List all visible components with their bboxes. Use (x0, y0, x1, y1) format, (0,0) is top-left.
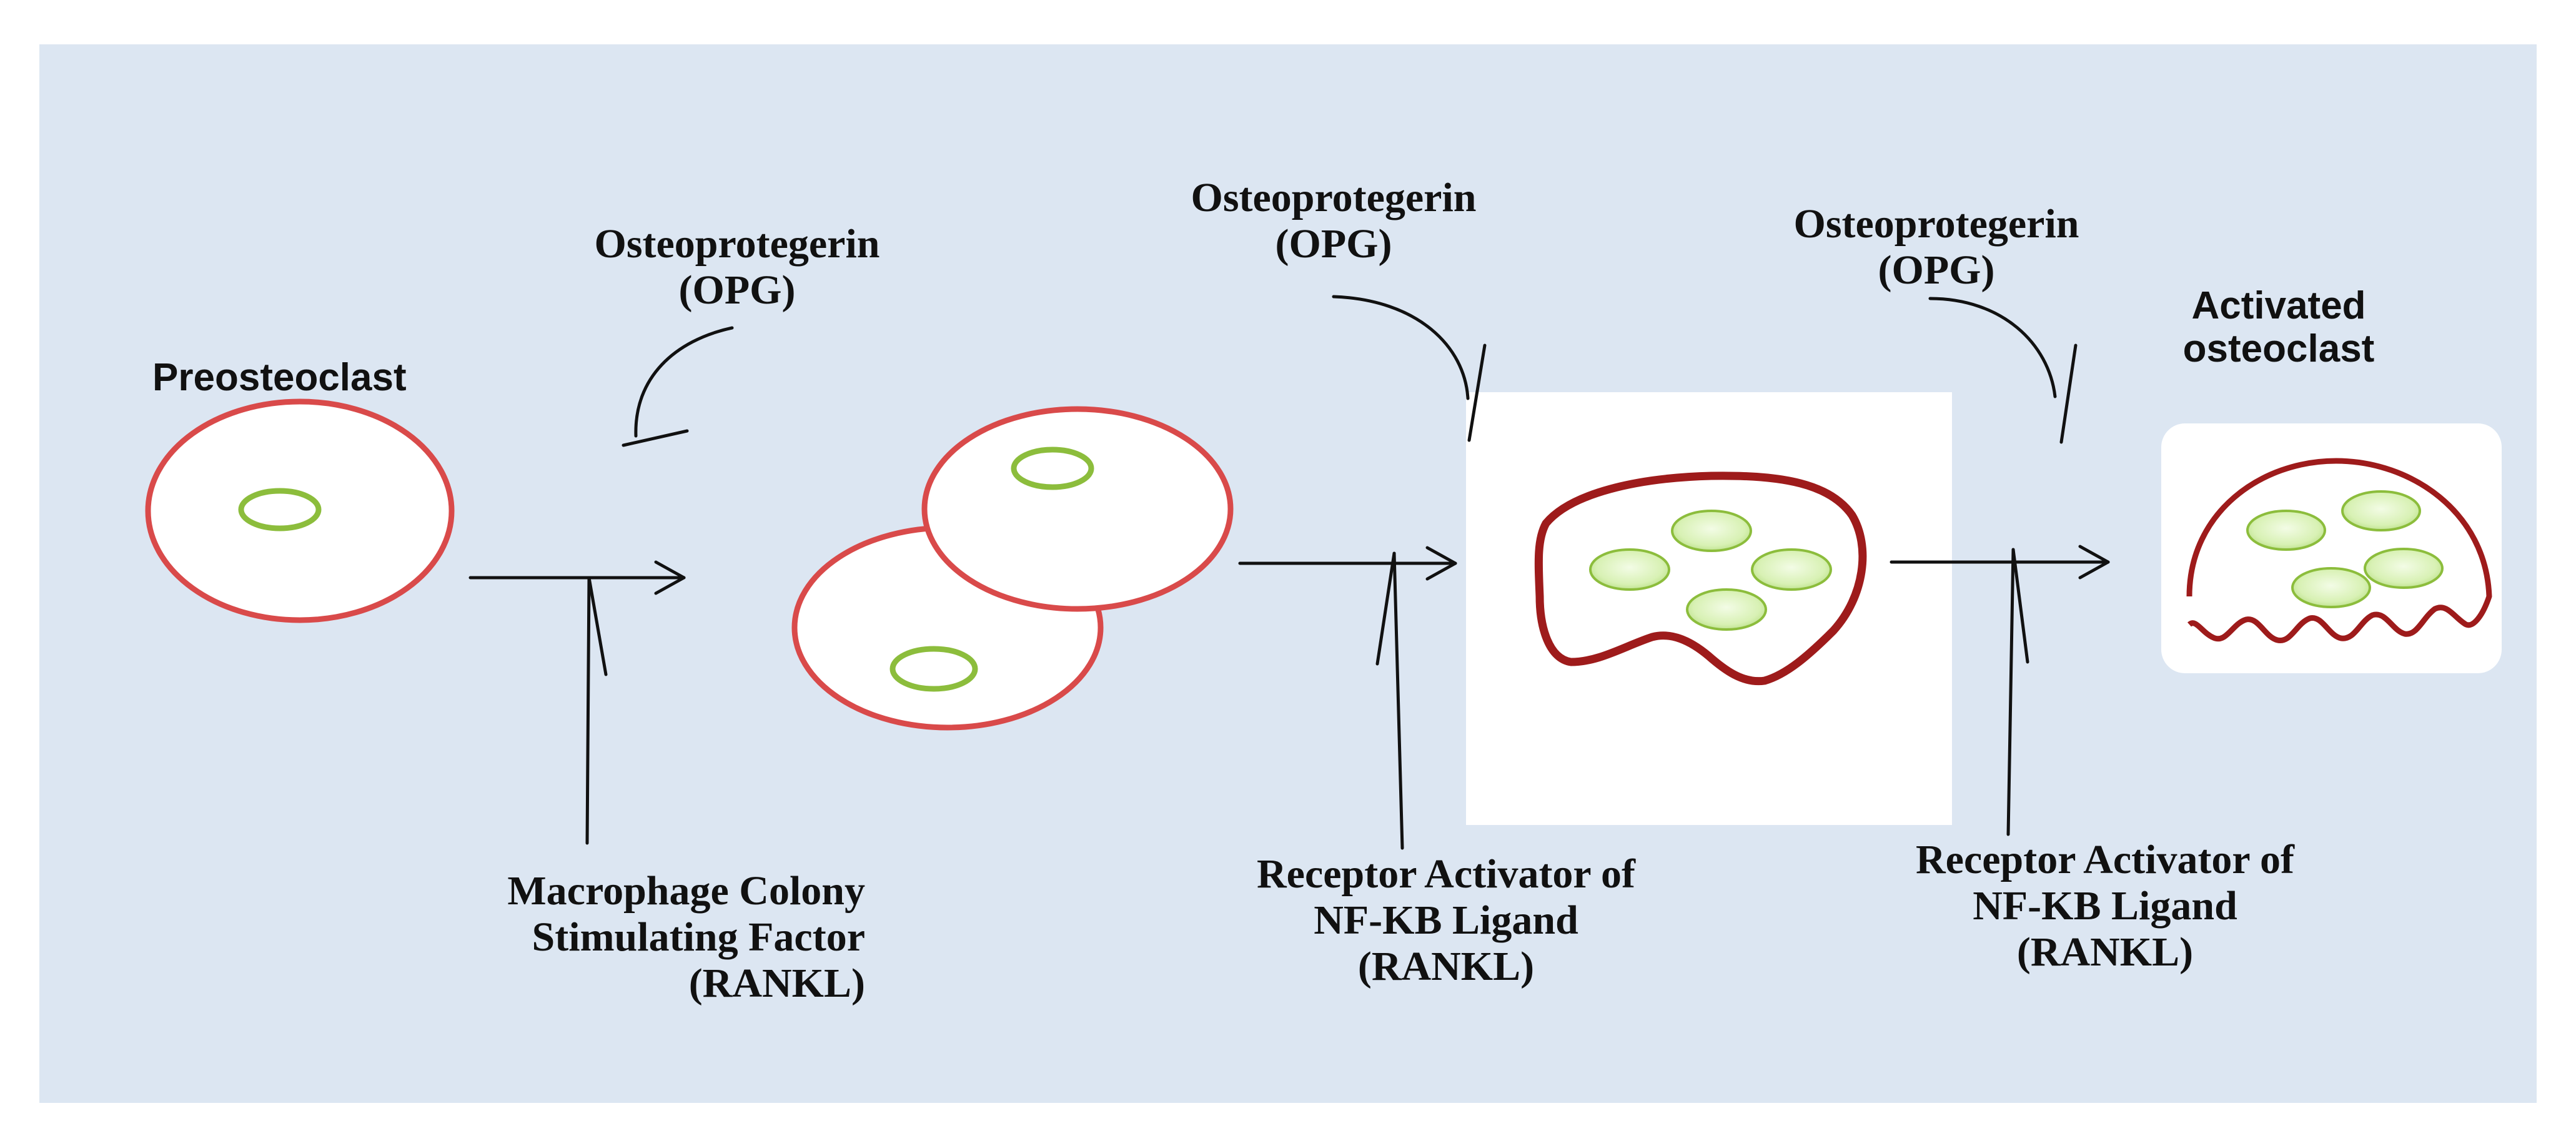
stage-3-stimulator-line (2006, 548, 2029, 836)
activated-nucleus-1 (2246, 510, 2326, 551)
fusing-cells (791, 406, 1234, 731)
preosteoclast-nucleus (238, 488, 322, 531)
multinucleated-nucleus-3 (1751, 548, 1832, 591)
opg-label-1: Osteoprotegerin (OPG) (550, 221, 924, 314)
preosteoclast-cell (145, 398, 455, 623)
multinucleated-nucleus-4 (1686, 588, 1767, 631)
preosteoclast-label: Preosteoclast (152, 356, 407, 399)
multinucleated-nucleus-1 (1671, 510, 1752, 552)
activated-osteoclast (2161, 423, 2502, 673)
stage-3-opg-inhibition (1928, 297, 2078, 444)
fusing-cell-upper-nucleus (1011, 447, 1094, 490)
m-csf-label-line2: Stimulating Factor (532, 914, 865, 960)
rankl-label-2-line2: NF-KB Ligand (1973, 882, 2237, 929)
rankl-label-1-line1: Receptor Activator of (1256, 851, 1636, 897)
activated-osteoclast-label-line2: osteoclast (2182, 327, 2375, 371)
diagram-background (39, 44, 2537, 1103)
rankl-label-2-line1: Receptor Activator of (1915, 837, 2295, 882)
m-csf-label-line1: Macrophage Colony (507, 868, 865, 914)
opg-label-1-line2: (OPG) (678, 267, 796, 313)
stage-3-arrow (1890, 545, 2110, 580)
opg-label-2-line2: (OPG) (1275, 220, 1392, 267)
stage-2-opg-inhibition (1332, 295, 1487, 442)
activated-nucleus-2 (2341, 490, 2421, 531)
stage-1-opg-inhibition (622, 326, 734, 447)
rankl-label-1-line3: (RANKL) (1357, 943, 1535, 989)
stage-1-stimulator-line (585, 576, 608, 845)
rankl-label-2-line3: (RANKL) (2016, 929, 2194, 975)
multinucleated-nucleus-2 (1589, 548, 1670, 591)
fusing-cell-lower-nucleus (889, 646, 978, 692)
rankl-label-1-line2: NF-KB Ligand (1314, 897, 1578, 943)
fusing-cell-upper (921, 406, 1234, 612)
stage-1-arrow (468, 560, 686, 595)
opg-label-2-line1: Osteoprotegerin (1191, 175, 1477, 220)
opg-label-2: Osteoprotegerin (OPG) (1146, 175, 1521, 267)
multinucleated-cell (1466, 392, 1952, 825)
activated-nucleus-3 (2364, 548, 2444, 589)
opg-label-3-line1: Osteoprotegerin (1793, 201, 2079, 247)
opg-label-3-line2: (OPG) (1878, 247, 1995, 293)
multinucleated-cell-membrane (1534, 472, 1867, 686)
activated-osteoclast-label-line1: Activated (2191, 284, 2366, 327)
rankl-label-2: Receptor Activator of NF-KB Ligand (RANK… (1868, 837, 2342, 975)
activated-osteoclast-label: Activated osteoclast (2172, 284, 2385, 371)
m-csf-label: Macrophage Colony Stimulating Factor (RA… (387, 868, 865, 1007)
opg-label-3: Osteoprotegerin (OPG) (1749, 201, 2124, 294)
opg-label-1-line1: Osteoprotegerin (594, 221, 880, 267)
rankl-label-1: Receptor Activator of NF-KB Ligand (RANK… (1209, 851, 1683, 990)
activated-nucleus-4 (2291, 567, 2371, 608)
m-csf-label-line3: (RANKL) (688, 960, 865, 1006)
stage-2-stimulator-line (1375, 551, 1404, 850)
stage-2-arrow (1238, 546, 1457, 581)
